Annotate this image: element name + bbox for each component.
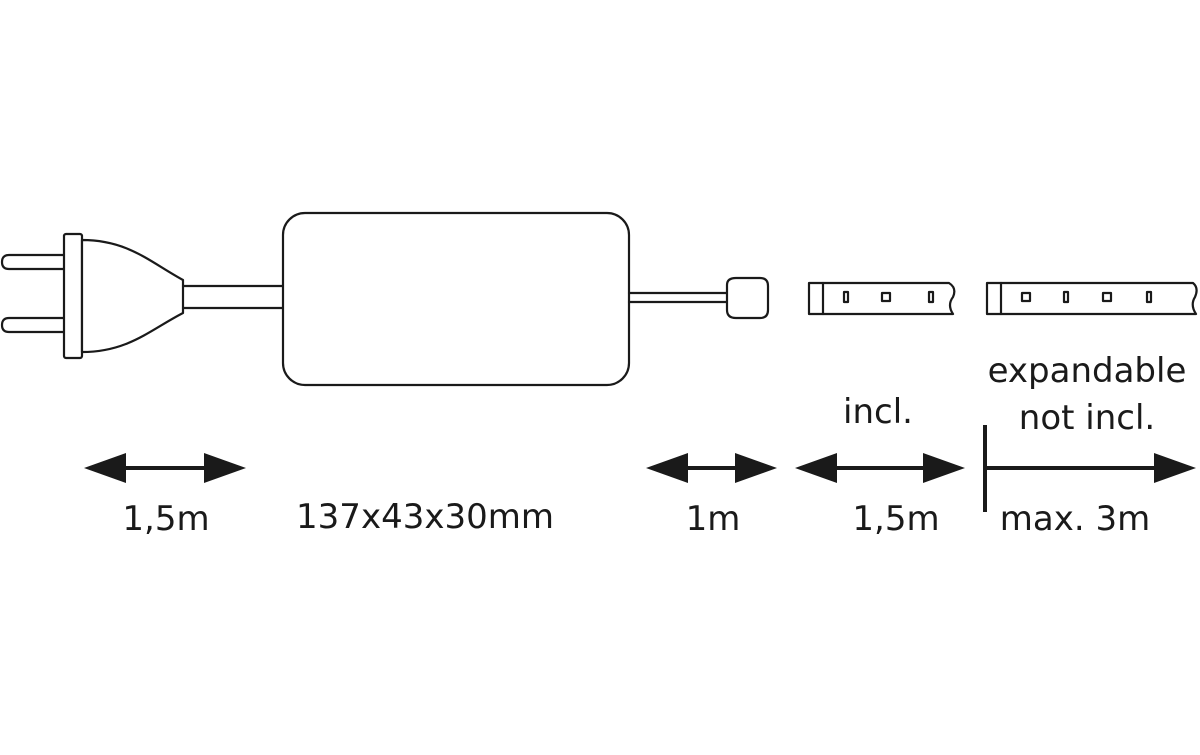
led-chip-icon <box>880 291 892 303</box>
led-chip-icon <box>1062 290 1070 304</box>
expandable-label-line1: expandable <box>988 351 1187 391</box>
led-chip-icon <box>1145 290 1153 304</box>
led-strip-expandable <box>985 281 1198 316</box>
strip-included-length-label: 1,5m <box>852 499 939 539</box>
strip-included-note: incl. <box>843 392 913 432</box>
driver-box <box>281 211 631 387</box>
led-chip-icon <box>842 290 850 304</box>
plug-body <box>80 238 185 354</box>
arrow-strip-included <box>795 453 965 483</box>
connector-cable <box>627 291 729 304</box>
plug-cable-length-label: 1,5m <box>122 499 209 539</box>
led-chip-icon <box>1020 291 1032 303</box>
arrow-plug-cable <box>84 453 246 483</box>
led-chip-icon <box>927 290 935 304</box>
plug-face <box>62 232 84 360</box>
led-chip-icon <box>1101 291 1113 303</box>
plug-icon <box>0 232 185 360</box>
driver-dimensions-label: 137x43x30mm <box>296 497 554 537</box>
arrow-strip-expandable <box>983 425 1196 512</box>
plug-prong-top <box>0 253 66 271</box>
led-strip-included <box>807 281 956 316</box>
expandable-max-label: max. 3m <box>1000 499 1150 539</box>
connector-cable-length-label: 1m <box>686 499 741 539</box>
mains-cable <box>181 284 286 310</box>
expandable-label-line2: not incl. <box>1019 398 1155 438</box>
plug-prong-bottom <box>0 316 66 334</box>
connector-icon <box>725 276 770 320</box>
arrow-connector-cable <box>646 453 777 483</box>
